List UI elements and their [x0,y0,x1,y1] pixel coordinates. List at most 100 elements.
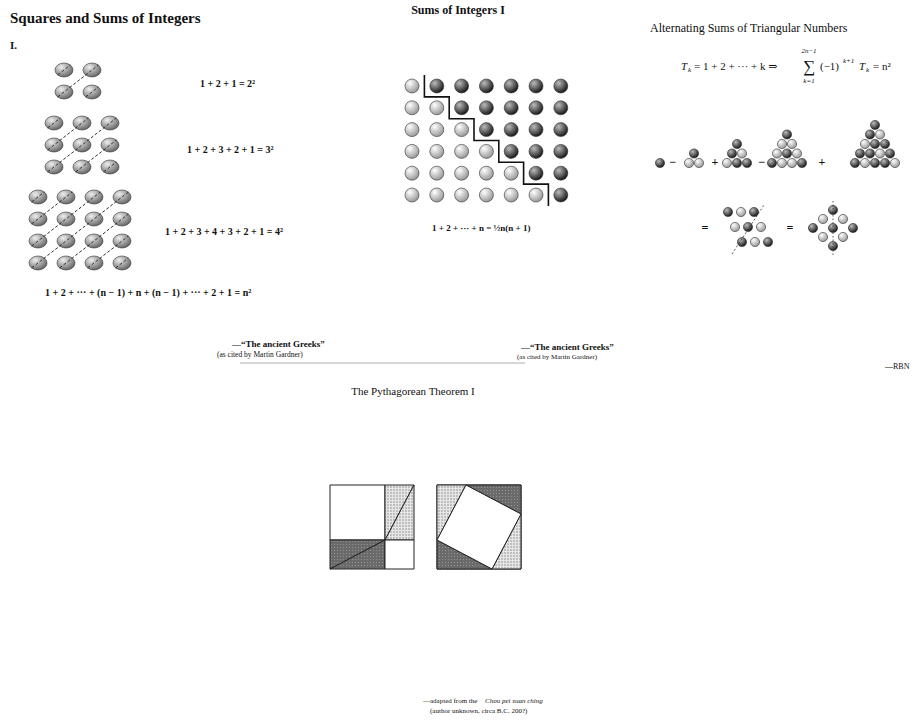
sphere [554,101,568,115]
sphere [875,149,884,158]
sphere [529,144,543,158]
sphere [405,79,419,93]
sphere [870,158,879,167]
sphere [655,158,664,167]
attribution-note: (author unknown, circa B.C. 200?) [430,708,527,715]
operator-sign: − [670,156,677,168]
diagonal-dash [48,118,89,150]
sphere [405,166,419,180]
dotted-line [833,201,834,255]
sphere [455,101,469,115]
section-number: I. [10,40,17,51]
diagonal-dash [48,118,61,128]
diagonal-dash [48,118,117,172]
sphere [777,158,786,167]
sphere [455,123,469,137]
sphere [689,149,698,158]
sphere [479,166,493,180]
proof-region [385,540,414,569]
separator-rule [240,363,525,364]
proof-region [385,485,414,540]
panel-heading: Sums of Integers I [411,4,505,16]
sphere [430,166,444,180]
attribution-source: Chou pei suan ching [485,698,543,705]
diagonal-dash [60,214,129,268]
sphere [405,123,419,137]
sum-limit: 2n−1 [801,48,816,55]
sphere [694,158,703,167]
sphere [792,149,801,158]
sphere [455,144,469,158]
sphere [749,207,758,216]
panel-heading: Alternating Sums of Triangular Numbers [650,22,847,34]
sphere [782,130,791,139]
sphere [554,188,568,202]
sphere [742,158,751,167]
formula-part: T [681,61,687,72]
sphere [529,123,543,137]
sphere [723,207,732,216]
sphere [55,63,73,77]
sum-limit: k=1 [803,78,814,85]
sphere [113,256,131,270]
diagonal-dash [32,192,73,224]
attribution-note: (as cited by Martin Gardner) [517,354,597,361]
sphere [777,139,786,148]
sphere [430,188,444,202]
diagonal-dash [32,192,129,268]
sphere [787,158,796,167]
attribution: —“The ancient Greeks” [521,343,614,352]
sphere [430,101,444,115]
diagonal-dash [88,236,129,268]
sphere [554,166,568,180]
formula-subscript: k [688,67,691,74]
sphere [797,158,806,167]
sphere [727,149,736,158]
sphere [455,188,469,202]
operator-sign: + [712,156,719,168]
sphere [848,223,857,232]
sphere [865,130,874,139]
panel-heading: The Pythagorean Theorem I [351,386,475,397]
diagonal-dash [32,192,101,246]
sphere [479,79,493,93]
attribution-note: (as cited by Martin Gardner) [217,351,303,359]
sphere [684,158,693,167]
sphere [479,144,493,158]
formula-part: (−1) [820,61,839,72]
formula-superscript: k+1 [843,58,854,65]
sphere [737,237,746,246]
proof-region [330,540,385,569]
sphere [737,149,746,158]
diagonal-dash [86,87,99,97]
sphere [504,123,518,137]
sphere [750,237,759,246]
sphere [828,205,837,214]
sphere [504,144,518,158]
equation: 1 + 2 + 3 + 4 + 3 + 2 + 1 = 4² [165,227,283,237]
diagonal-dash [58,65,99,97]
sphere [554,144,568,158]
sphere [870,139,879,148]
sphere [732,139,741,148]
attribution: —RBN [885,363,909,371]
sphere [430,144,444,158]
sphere [880,158,889,167]
sphere [554,79,568,93]
panel-heading: Squares and Sums of Integers [10,11,201,26]
sphere [870,120,879,129]
sphere [756,222,765,231]
formula-part: = n² [873,61,891,72]
sphere [736,207,745,216]
sphere [504,188,518,202]
sphere [860,158,869,167]
sphere [730,222,739,231]
sphere [45,116,63,130]
sphere [479,101,493,115]
equation: 1 + 2 + ··· + n = ½n(n + 1) [432,224,530,233]
staircase-grid [405,75,568,206]
diagonal-dash [76,140,117,172]
sphere [875,130,884,139]
